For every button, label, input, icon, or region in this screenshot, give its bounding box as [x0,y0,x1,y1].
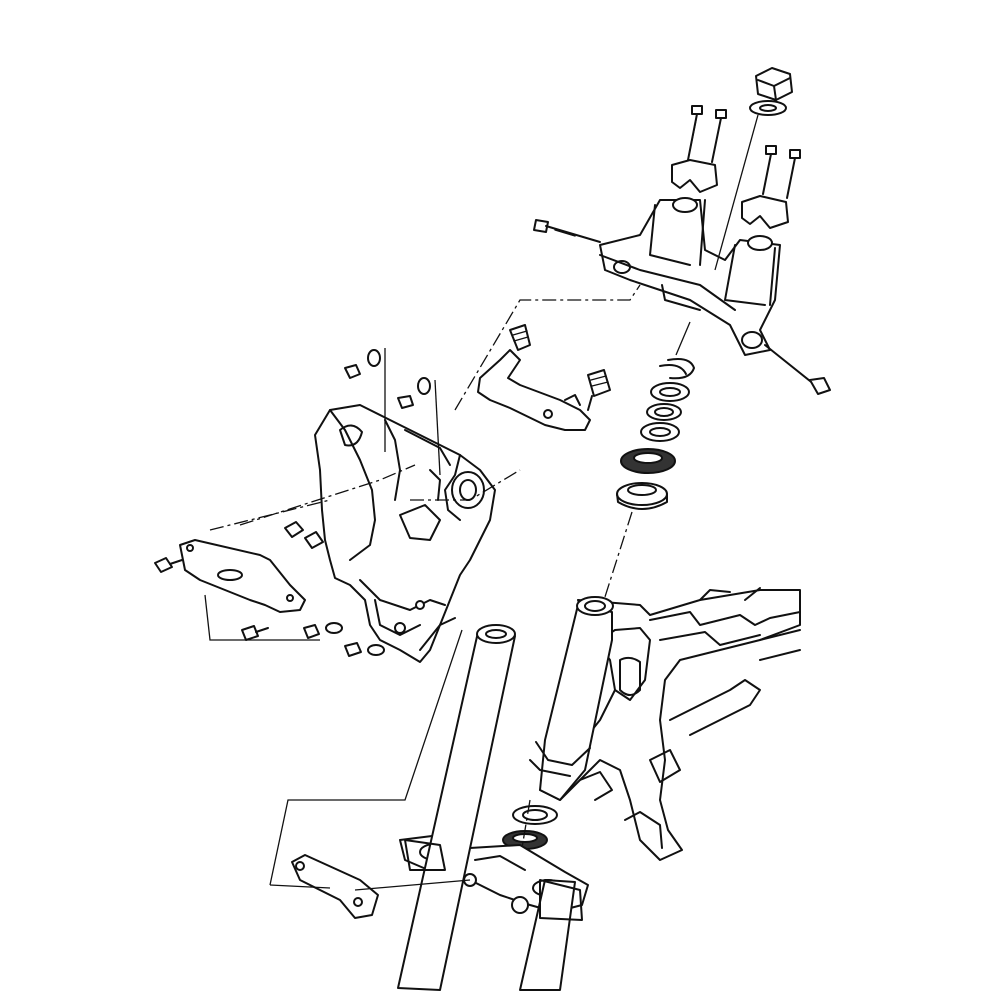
lower-bearing [512,805,558,825]
handlebar-clamp-cap-left [671,159,718,193]
nut-clip-1 [284,521,304,538]
stem-washer [749,100,787,116]
bearing-leader [675,321,691,356]
adjusting-nut [640,422,680,442]
bearing-centerline [603,511,633,601]
brace-leader-1 [269,884,331,889]
headlight-upper-bracket [477,349,591,431]
bolt-lower-3 [344,642,385,657]
side-bracket-leader [209,499,331,531]
handlebar-clamp-cap-right [741,195,789,229]
dust-seal [620,448,676,474]
locknut-upper [650,382,690,402]
top-triple-clamp [599,197,781,356]
rubber-grommet-right [587,369,611,411]
rubber-washer [646,403,682,421]
bolt-housing-top-2 [397,377,431,409]
lock-washer [659,358,695,380]
bolt-lower-1 [241,625,269,641]
rubber-grommet-left [509,324,531,351]
fork-tube-left [397,624,516,991]
steering-head-tube [529,596,614,801]
headlight-housing [314,404,496,663]
clamp-bolt-4 [786,149,801,199]
housing-leader [410,469,521,501]
bolt-side-left [154,557,183,573]
pinch-bolt-left [533,219,601,243]
upper-bearing [616,482,668,510]
fork-tube-right [519,879,583,991]
bolt-lower-2 [303,622,343,639]
bolt-leader-2 [434,379,441,476]
pinch-bolt-right [764,344,831,395]
clamp-bolt-2 [711,109,727,163]
lower-bolt-leader [204,594,320,641]
clamp-bolt-1 [687,105,703,161]
stem-leader [714,114,759,271]
clamp-bolt-3 [762,145,777,195]
bracket-to-clamp-leader [454,284,641,411]
headlight-to-fork-leader [269,629,463,886]
stem-nut [755,67,793,101]
bolt-housing-top-1 [344,349,381,379]
nut-clip-2 [304,531,324,549]
brace-leader-2 [354,879,471,891]
frame [539,587,801,861]
side-mounting-bracket [179,539,306,613]
